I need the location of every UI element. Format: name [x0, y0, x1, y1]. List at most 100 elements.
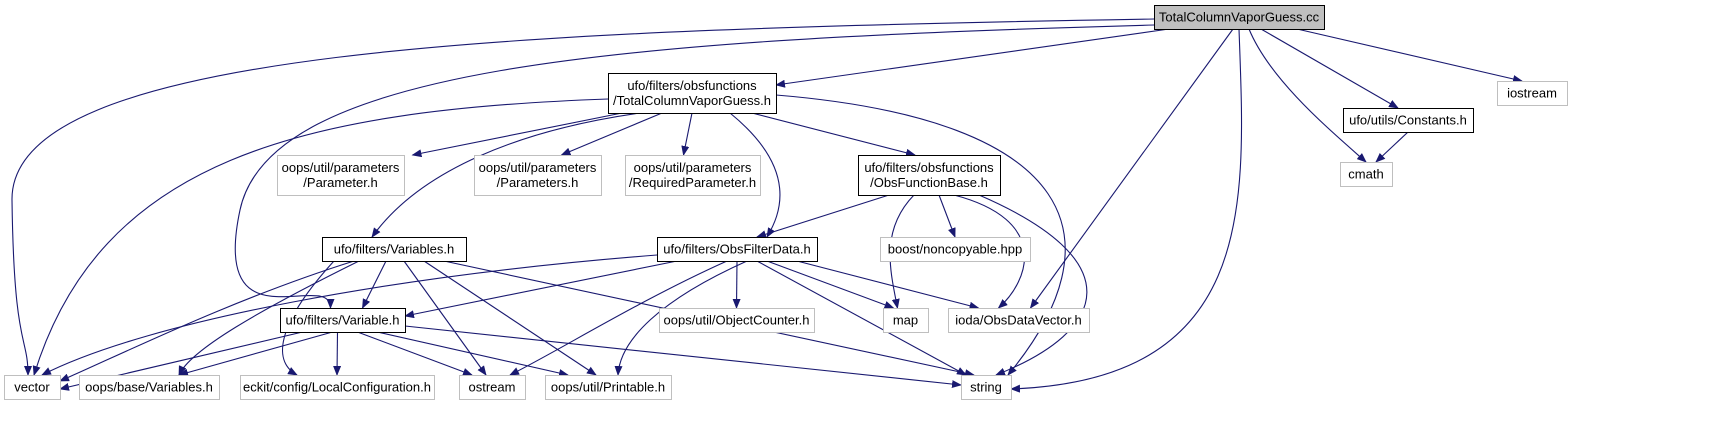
node-box-printable: [545, 375, 672, 400]
edge-tcvg_h-to-obsfuncbase: [751, 112, 916, 157]
edge-root-to-iostream: [1296, 28, 1523, 83]
edge-obsfilterdata-to-vector: [41, 254, 658, 376]
edge-obsfuncbase-to-string: [978, 194, 1088, 376]
node-box-obsdatavector: [948, 308, 1090, 333]
node-label-tcvg_h-line-0: ufo/filters/obsfunctions: [627, 78, 757, 93]
node-label-string-line-0: string: [970, 380, 1002, 395]
node-box-tcvg_h: [608, 73, 777, 114]
node-box-parameters: [474, 155, 602, 196]
edge-tcvg_h-to-vector: [32, 98, 609, 376]
edge-variable_h-to-printable: [377, 331, 569, 377]
node-label-parameter-line-0: oops/util/parameters: [282, 160, 400, 175]
edge-variables_h-to-localconfig: [282, 260, 335, 376]
node-parameters: oops/util/parameters/Parameters.h: [474, 155, 602, 196]
node-label-parameters-line-1: /Parameters.h: [497, 175, 579, 190]
node-box-map: [883, 308, 929, 333]
node-label-cmath-line-0: cmath: [1348, 167, 1383, 182]
edge-root-to-constants: [1260, 28, 1399, 109]
node-map: map: [883, 308, 929, 333]
edge-variables_h-to-ostream: [403, 260, 487, 376]
edge-root-to-vector: [11, 18, 1155, 376]
edge-root-to-cmath: [1248, 28, 1367, 163]
node-obsdatavector: ioda/ObsDataVector.h: [948, 308, 1090, 333]
edge-root-to-tcvg_h: [775, 28, 1170, 88]
node-box-iostream: [1497, 81, 1568, 106]
node-label-root-line-0: TotalColumnVaporGuess.cc: [1159, 10, 1320, 25]
node-label-basevariables-line-0: oops/base/Variables.h: [85, 380, 213, 395]
node-noncopyable: boost/noncopyable.hpp: [880, 237, 1031, 262]
edge-obsfilterdata-to-ostream: [509, 260, 728, 376]
node-variable_h[interactable]: ufo/filters/Variable.h: [280, 308, 406, 333]
node-box-reqparam: [625, 155, 761, 196]
node-box-parameter: [277, 155, 405, 196]
edge-constants-to-cmath: [1375, 131, 1409, 163]
node-objectcounter: oops/util/ObjectCounter.h: [659, 308, 815, 333]
node-obsfilterdata[interactable]: ufo/filters/ObsFilterData.h: [657, 237, 818, 262]
node-box-obsfilterdata: [657, 237, 818, 262]
node-constants[interactable]: ufo/utils/Constants.h: [1343, 108, 1474, 133]
node-label-iostream-line-0: iostream: [1507, 86, 1557, 101]
node-label-vector-line-0: vector: [14, 380, 50, 395]
edge-variable_h-to-localconfig: [333, 331, 342, 376]
node-box-basevariables: [79, 375, 220, 400]
edge-obsfilterdata-to-obsdatavector: [796, 260, 980, 310]
node-label-variables_h-line-0: ufo/filters/Variables.h: [334, 242, 454, 257]
node-tcvg_h[interactable]: ufo/filters/obsfunctions/TotalColumnVapo…: [608, 73, 777, 114]
node-label-objectcounter-line-0: oops/util/ObjectCounter.h: [664, 313, 810, 328]
node-box-string: [961, 375, 1012, 400]
node-ostream: ostream: [459, 375, 526, 400]
node-vector: vector: [4, 375, 61, 400]
node-label-parameter-line-1: /Parameter.h: [303, 175, 377, 190]
node-cmath: cmath: [1340, 162, 1393, 187]
edge-variables_h-to-printable: [423, 260, 597, 376]
node-label-ostream-line-0: ostream: [469, 380, 516, 395]
nodes-layer: TotalColumnVaporGuess.cc ufo/filters/obsf…: [4, 5, 1568, 400]
node-box-vector: [4, 375, 61, 400]
node-label-localconfig-line-0: eckit/config/LocalConfiguration.h: [243, 380, 431, 395]
edge-variables_h-to-basevariables: [178, 260, 360, 376]
node-basevariables: oops/base/Variables.h: [79, 375, 220, 400]
edge-root-to-obsdatavector: [1029, 28, 1234, 309]
edge-tcvg_h-to-obsfilterdata: [729, 112, 781, 238]
node-label-reqparam-line-1: /RequiredParameter.h: [629, 175, 756, 190]
node-box-objectcounter: [659, 308, 815, 333]
node-string: string: [961, 375, 1012, 400]
edge-variable_h-to-string: [404, 325, 962, 389]
node-box-variable_h: [280, 308, 406, 333]
node-label-reqparam-line-0: oops/util/parameters: [634, 160, 752, 175]
edge-obsfilterdata-to-variable_h: [404, 260, 678, 319]
node-parameter: oops/util/parameters/Parameter.h: [277, 155, 405, 196]
node-label-obsfuncbase-line-0: ufo/filters/obsfunctions: [864, 160, 994, 175]
node-reqparam: oops/util/parameters/RequiredParameter.h: [625, 155, 761, 196]
node-localconfig: eckit/config/LocalConfiguration.h: [240, 375, 435, 400]
node-label-obsdatavector-line-0: ioda/ObsDataVector.h: [955, 313, 1081, 328]
node-label-tcvg_h-line-1: /TotalColumnVaporGuess.h: [613, 93, 771, 108]
node-label-obsfilterdata-line-0: ufo/filters/ObsFilterData.h: [663, 242, 810, 257]
node-label-parameters-line-0: oops/util/parameters: [479, 160, 597, 175]
node-box-constants: [1343, 108, 1474, 133]
node-box-noncopyable: [880, 237, 1031, 262]
edge-root-to-variable_h: [234, 24, 1155, 309]
edge-obsfuncbase-to-obsfilterdata: [756, 194, 890, 239]
node-box-obsfuncbase: [858, 155, 1001, 196]
edge-variables_h-to-variable_h: [362, 260, 387, 309]
edge-variable_h-to-ostream: [357, 331, 473, 376]
edge-obsfilterdata-to-printable: [614, 260, 748, 376]
node-label-variable_h-line-0: ufo/filters/Variable.h: [286, 313, 400, 328]
edge-obsfilterdata-to-map: [766, 260, 895, 309]
edge-variable_h-to-basevariables: [178, 331, 333, 377]
node-box-localconfig: [240, 375, 435, 400]
node-label-obsfuncbase-line-1: /ObsFunctionBase.h: [870, 175, 988, 190]
node-iostream: iostream: [1497, 81, 1568, 106]
edge-tcvg_h-to-reqparam: [681, 112, 693, 156]
node-box-root: [1154, 5, 1325, 30]
node-label-noncopyable-line-0: boost/noncopyable.hpp: [888, 242, 1022, 257]
node-label-constants-line-0: ufo/utils/Constants.h: [1349, 113, 1467, 128]
node-obsfuncbase[interactable]: ufo/filters/obsfunctions/ObsFunctionBase…: [858, 155, 1001, 196]
edge-obsfuncbase-to-noncopyable: [938, 194, 956, 238]
node-box-ostream: [459, 375, 526, 400]
node-root[interactable]: TotalColumnVaporGuess.cc: [1154, 5, 1325, 30]
node-variables_h[interactable]: ufo/filters/Variables.h: [322, 237, 467, 262]
node-box-variables_h: [322, 237, 467, 262]
